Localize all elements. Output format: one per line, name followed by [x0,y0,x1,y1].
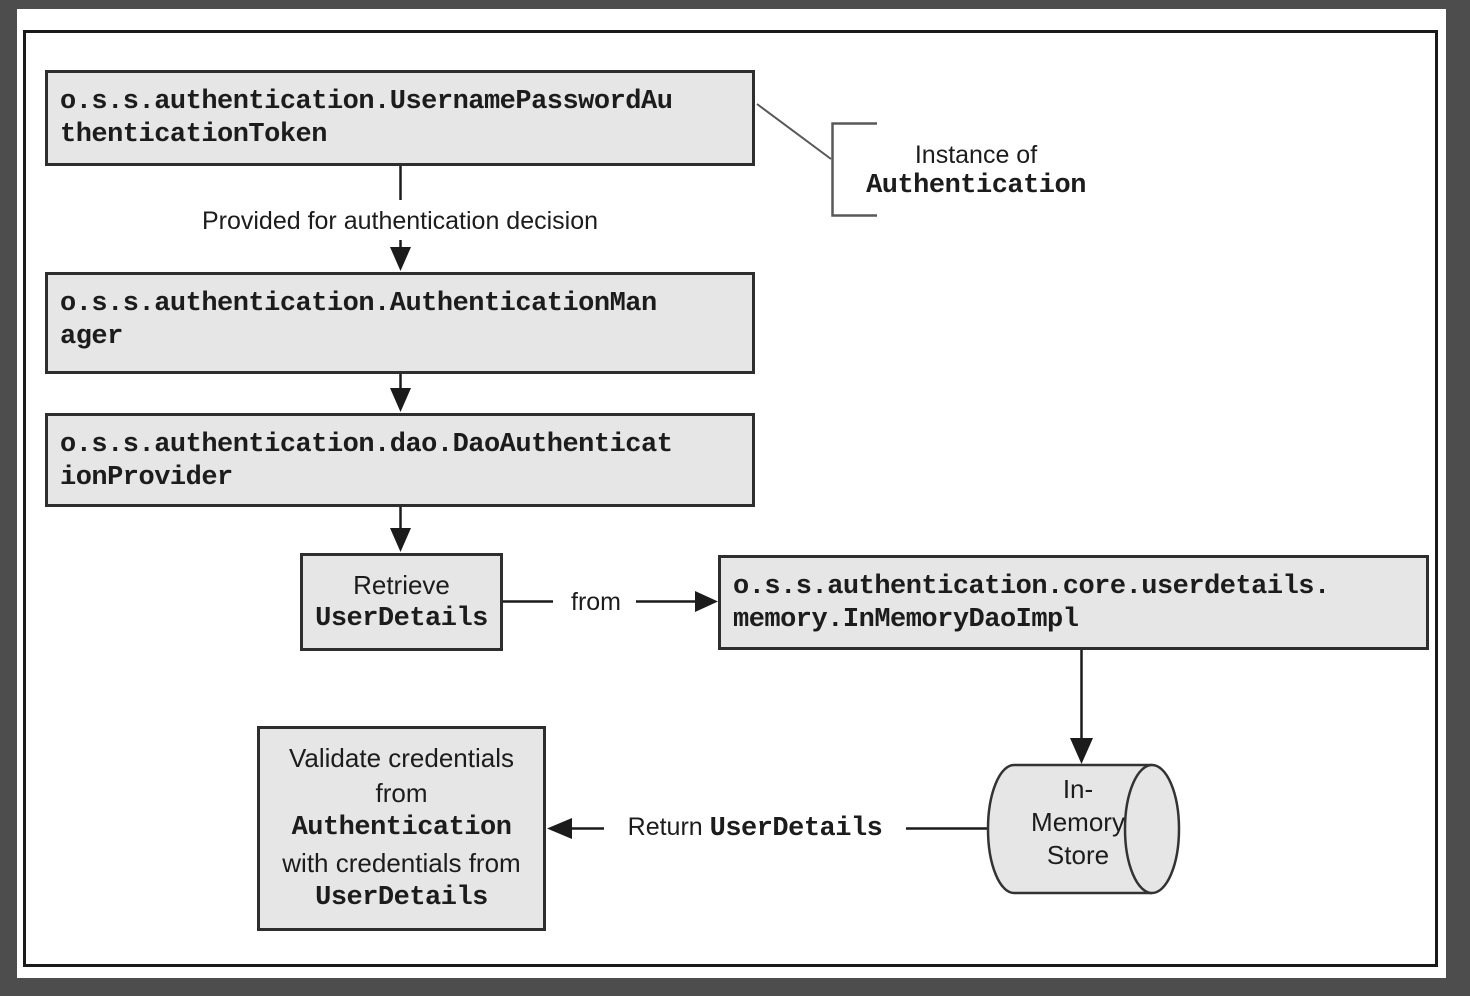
instance-callout-line [756,103,832,160]
validate-userdetails-code: UserDetails [315,883,488,913]
in-memory-store-label: In- Memory Store [990,773,1166,872]
instance-of-text: Instance of [914,141,1038,169]
instance-bracket [831,122,877,217]
authentication-code-text: Authentication [866,171,1086,201]
arrow-retrieve-to-dao [503,591,718,612]
store-line-3: Store [1046,840,1110,870]
store-line-1: In- [1062,774,1094,804]
store-cylinder-cap [1123,763,1181,895]
validate-line-4: with credentials from [282,848,521,878]
box-dao-authentication-provider: o.s.s.authentication.dao.DaoAuthenticat … [45,413,755,507]
return-userdetails-label: Return UserDetails [604,813,906,844]
box-in-memory-dao-impl: o.s.s.authentication.core.userdetails. m… [718,555,1429,650]
arrow-dao-to-store [1070,650,1093,764]
store-cylinder-body [986,763,1152,895]
retrieve-userdetails-code: UserDetails [315,604,488,634]
provided-for-authentication-label: Provided for authentication decision [201,207,599,235]
retrieve-label-text: Retrieve [353,570,450,600]
arrow-token-to-manager [390,166,411,271]
from-label: from [571,588,621,616]
arrow-provider-to-retrieve [390,507,411,552]
validate-authentication-code: Authentication [291,813,512,843]
instance-of-authentication-label: Instance of Authentication [843,140,1109,202]
box-authentication-manager: o.s.s.authentication.AuthenticationMan a… [45,272,755,374]
box-username-password-token: o.s.s.authentication.UsernamePasswordAu … [45,70,755,166]
box-retrieve-userdetails: Retrieve UserDetails [300,553,503,651]
return-label-text: Return [627,813,710,841]
return-userdetails-code: UserDetails [709,814,883,844]
validate-line-2: from [375,778,428,808]
arrow-manager-to-provider [390,374,411,412]
validate-line-1: Validate credentials [289,743,514,773]
diagram-outer-frame [23,30,1438,967]
store-line-2: Memory [1031,807,1125,837]
arrow-store-to-validate [547,818,987,839]
box-validate-credentials: Validate credentials from Authentication… [257,726,546,931]
